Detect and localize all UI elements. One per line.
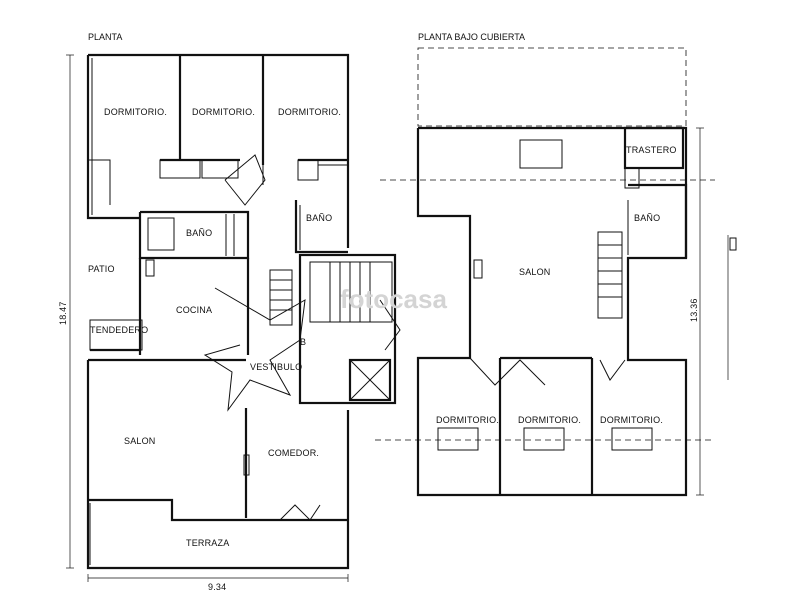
left-dormitorio-3-label: DORMITORIO. — [278, 107, 341, 117]
bajo-cubierta-floor-plan — [375, 47, 715, 497]
b-mark-label: B — [300, 337, 306, 347]
terraza-label: TERRAZA — [186, 538, 229, 548]
left-dormitorio-2-label: DORMITORIO. — [192, 107, 255, 117]
watermark: fotocasa — [340, 284, 447, 314]
left-bano-1-label: BAÑO — [186, 228, 212, 238]
right-salon-label: SALON — [519, 267, 551, 277]
right-bano-label: BAÑO — [634, 213, 660, 223]
cocina-label: COCINA — [176, 305, 212, 315]
bajo-cubierta-title: PLANTA BAJO CUBIERTA — [418, 32, 525, 42]
right-height-dimension: 13.36 — [689, 298, 699, 322]
left-height-dimension: 18.47 — [58, 301, 68, 325]
left-dormitorio-1-label: DORMITORIO. — [104, 107, 167, 117]
tendedero-label: TENDEDERO — [90, 325, 148, 335]
left-salon-label: SALON — [124, 436, 156, 446]
patio-label: PATIO — [88, 264, 115, 274]
right-dormitorio-3-label: DORMITORIO. — [600, 415, 663, 425]
right-dormitorio-2-label: DORMITORIO. — [518, 415, 581, 425]
comedor-label: COMEDOR. — [268, 448, 319, 458]
left-bano-2-label: BAÑO — [306, 213, 332, 223]
planta-floor-plan — [86, 53, 401, 570]
planta-title: PLANTA — [88, 32, 122, 42]
right-dormitorio-1-label: DORMITORIO. — [436, 415, 499, 425]
vestibulo-label: VESTIBULO — [250, 362, 302, 372]
dimension-lines — [66, 54, 737, 582]
left-width-dimension: 9.34 — [208, 582, 226, 592]
trastero-label: TRASTERO — [626, 145, 677, 155]
